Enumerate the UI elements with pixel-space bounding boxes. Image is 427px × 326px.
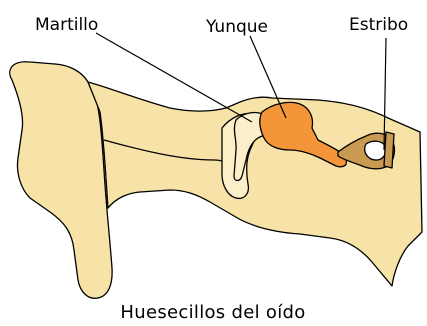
diagram-caption: Huesecillos del oído — [120, 302, 305, 323]
martillo-label: Martillo — [35, 15, 98, 35]
estribo-label: Estribo — [349, 15, 408, 35]
stapes-footplate — [384, 132, 394, 168]
yunque-label: Yunque — [205, 17, 268, 37]
stapes-inner — [365, 141, 386, 160]
